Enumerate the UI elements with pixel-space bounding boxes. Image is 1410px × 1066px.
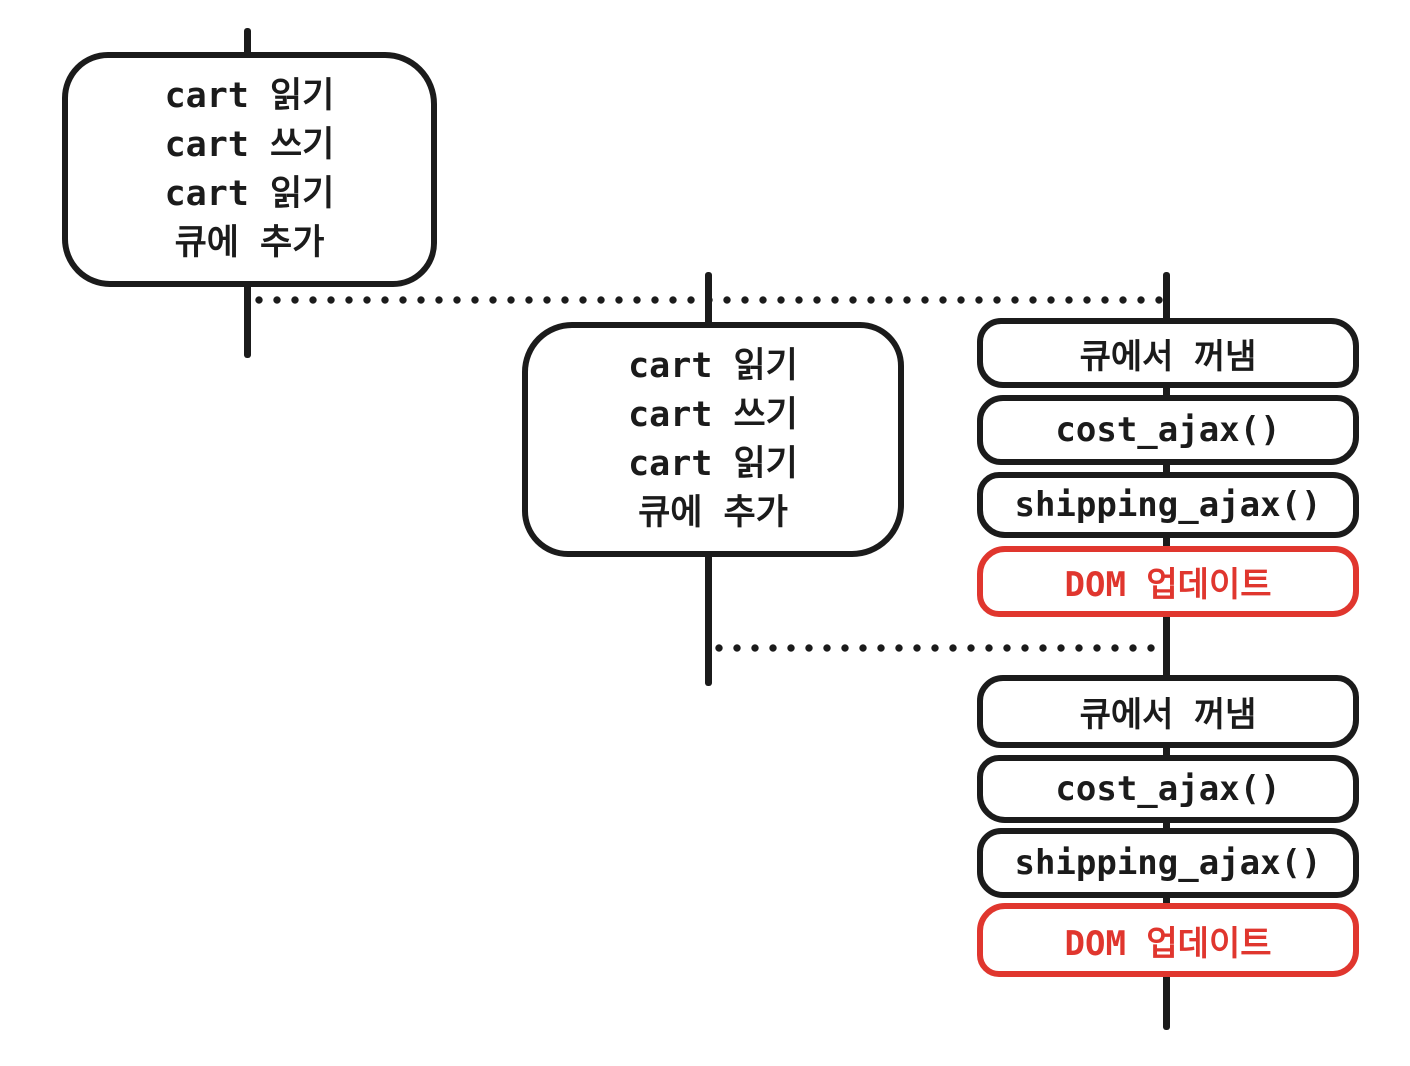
dotted-separator-1: [250, 296, 1165, 304]
step-box-dom-update-run1: DOM 업데이트: [977, 546, 1359, 617]
task-line: cart 쓰기: [628, 394, 798, 435]
task-line: cart 읽기: [628, 443, 798, 484]
step-box-cost-ajax-run1: cost_ajax(): [977, 395, 1359, 465]
task-line: cart 읽기: [164, 173, 335, 214]
step-box-dequeue-run2: 큐에서 꺼냄: [977, 675, 1359, 748]
task-line: cart 읽기: [164, 75, 335, 116]
step-box-dom-update-run2: DOM 업데이트: [977, 903, 1359, 977]
task-box-1: cart 읽기 cart 쓰기 cart 읽기 큐에 추가: [62, 52, 437, 287]
task-line: 큐에 추가: [174, 222, 325, 263]
step-box-cost-ajax-run2: cost_ajax(): [977, 755, 1359, 823]
step-box-dequeue-run1: 큐에서 꺼냄: [977, 318, 1359, 388]
task-line: 큐에 추가: [638, 492, 788, 533]
dotted-separator-2: [710, 644, 1167, 652]
task-box-2: cart 읽기 cart 쓰기 cart 읽기 큐에 추가: [522, 322, 904, 557]
step-box-shipping-ajax-run2: shipping_ajax(): [977, 828, 1359, 898]
task-line: cart 쓰기: [164, 124, 335, 165]
step-box-shipping-ajax-run1: shipping_ajax(): [977, 472, 1359, 538]
task-line: cart 읽기: [628, 345, 798, 386]
